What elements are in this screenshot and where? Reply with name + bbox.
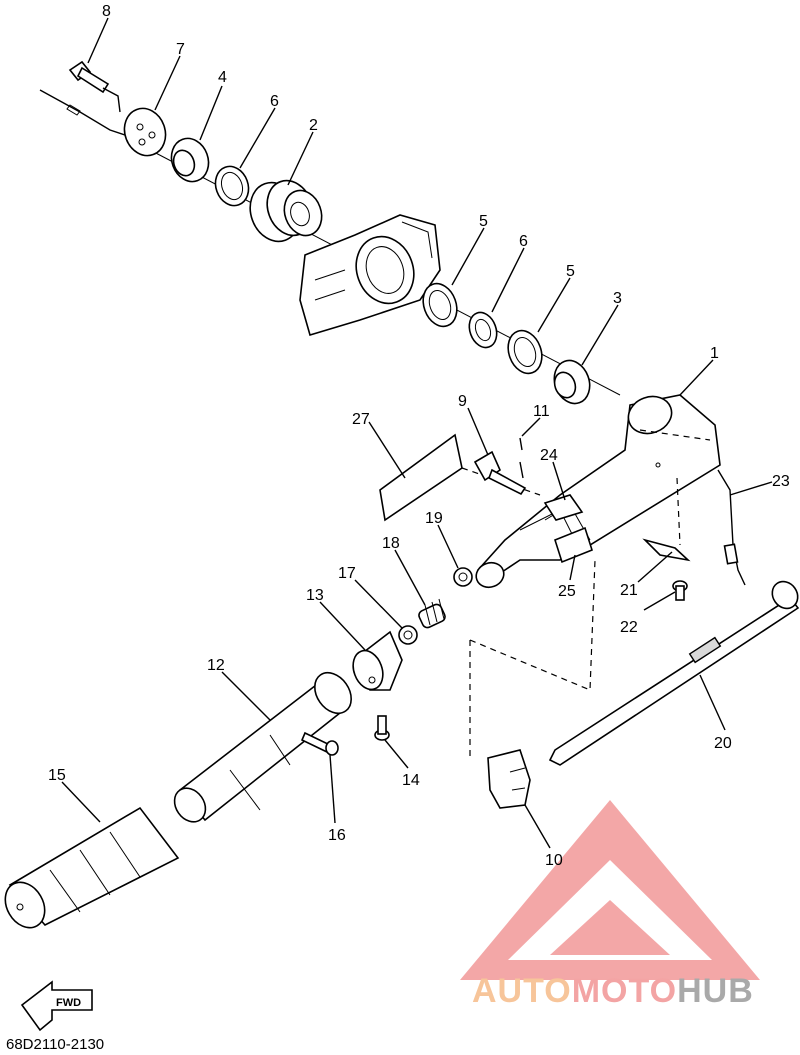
grip-16: [4, 806, 180, 929]
throttle-sleeve-13: [173, 671, 352, 823]
bushing-3: [553, 359, 591, 405]
bolt-9: [68, 60, 110, 94]
label-11: 10: [545, 852, 563, 869]
label-1: 1: [710, 345, 719, 362]
leader-lines: [61, 17, 773, 849]
label-27: 27: [352, 411, 370, 428]
shaft-21: [548, 580, 800, 766]
stop-wire-24: [717, 469, 746, 586]
label-9: 8: [102, 3, 111, 20]
label-5-a: 5: [479, 213, 488, 230]
watermark-logo-icon: [460, 800, 760, 980]
label-27: [379, 433, 541, 522]
plate-8: [123, 107, 167, 157]
spring-19: [418, 598, 446, 629]
label-12: 11: [533, 403, 550, 420]
label-26: 25: [558, 583, 576, 600]
plate-26: [554, 526, 593, 564]
label-23: 22: [620, 619, 638, 636]
label-10: 9: [458, 393, 467, 410]
label-16: 15: [48, 767, 66, 784]
label-15: 14: [402, 772, 420, 789]
label-13: 12: [207, 657, 225, 674]
diagram-code: 68D2110-2130: [6, 1036, 105, 1053]
oring-5-b: [507, 329, 543, 375]
bracket-housing: [299, 214, 441, 336]
watermark-moto: MOTO: [571, 972, 678, 1010]
label-8: 7: [176, 41, 185, 58]
label-25: 24: [540, 447, 558, 464]
label-3: 3: [613, 290, 622, 307]
label-24: 23: [772, 473, 790, 490]
collar-2: [249, 179, 323, 243]
label-14: 13: [306, 587, 324, 604]
wing-bolt-10: [473, 450, 527, 496]
plate-25: [543, 494, 584, 521]
label-17: 16: [328, 827, 346, 844]
collar-20: [453, 567, 473, 587]
label-19: 18: [382, 535, 400, 552]
label-6: 6: [519, 233, 528, 250]
label-4: 4: [218, 69, 227, 86]
screw-15: [374, 715, 390, 741]
tiller-arm-1: [475, 394, 721, 589]
label-21: 20: [714, 735, 732, 752]
block-11: [487, 749, 531, 809]
screw-23: [672, 580, 688, 601]
clip-6: [468, 311, 498, 349]
screw-17: [300, 731, 339, 756]
plate-22: [642, 538, 691, 562]
watermark-brand: AUTOMOTOHUB: [472, 972, 754, 1011]
watermark-hub: HUB: [677, 972, 754, 1010]
part-number-labels: 8 7 4 6 2 5 6 5 3 1 23 27 9 11 24 19 18 …: [48, 3, 790, 869]
fwd-arrow-icon: FWD: [20, 980, 93, 1032]
bushing-4: [170, 137, 210, 183]
fwd-label: FWD: [56, 997, 81, 1009]
washer-18: [398, 625, 418, 645]
pin-12: [519, 437, 524, 479]
guide-lines-11: [469, 559, 596, 760]
label-5-b: 5: [566, 263, 575, 280]
label-22: 21: [620, 582, 638, 599]
oring-7: [214, 165, 250, 207]
label-7: 6: [270, 93, 279, 110]
label-20: 19: [425, 510, 443, 527]
watermark-auto: AUTO: [472, 972, 572, 1010]
collar-14: [352, 630, 403, 691]
oring-5-a: [422, 282, 458, 328]
label-18: 17: [338, 565, 356, 582]
label-2: 2: [309, 117, 318, 134]
